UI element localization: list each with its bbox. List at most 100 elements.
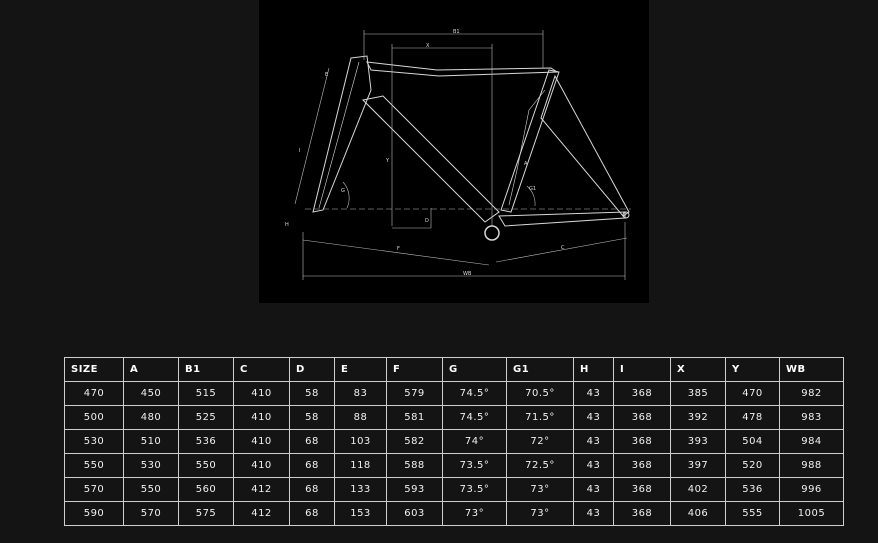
top-tube bbox=[366, 61, 559, 77]
column-header: Y bbox=[725, 357, 780, 382]
table-cell: 575 bbox=[178, 501, 234, 526]
seat-stay bbox=[540, 74, 630, 217]
label-b1: B1 bbox=[453, 29, 460, 35]
table-cell: 478 bbox=[725, 405, 780, 430]
table-cell: 525 bbox=[178, 405, 234, 430]
table-cell: 68 bbox=[289, 429, 335, 454]
chain-stay bbox=[498, 211, 626, 227]
table-cell: 470 bbox=[64, 381, 124, 406]
table-cell: 68 bbox=[289, 501, 335, 526]
label-f: F bbox=[397, 246, 400, 252]
frame-drawing: B1 X Y D F C WB G G1 I A E H bbox=[285, 29, 631, 280]
table-cell: 555 bbox=[725, 501, 780, 526]
table-cell: 550 bbox=[64, 453, 124, 478]
table-cell: 1005 bbox=[779, 501, 844, 526]
table-cell: 74° bbox=[442, 429, 507, 454]
table-cell: 393 bbox=[670, 429, 726, 454]
table-cell: 397 bbox=[670, 453, 726, 478]
label-x: X bbox=[426, 43, 430, 49]
table-cell: 412 bbox=[233, 501, 290, 526]
column-header: C bbox=[233, 357, 290, 382]
table-cell: 73.5° bbox=[442, 477, 507, 502]
table-cell: 510 bbox=[123, 429, 179, 454]
table-cell: 996 bbox=[779, 477, 844, 502]
label-i: I bbox=[299, 148, 300, 154]
column-header: D bbox=[289, 357, 335, 382]
rear-dropout bbox=[622, 211, 630, 219]
table-cell: 71.5° bbox=[506, 405, 574, 430]
label-d: D bbox=[425, 218, 429, 224]
table-cell: 480 bbox=[123, 405, 179, 430]
table-cell: 72.5° bbox=[506, 453, 574, 478]
table-cell: 579 bbox=[386, 381, 443, 406]
table-cell: 73° bbox=[506, 501, 574, 526]
table-cell: 68 bbox=[289, 453, 335, 478]
table-cell: 500 bbox=[64, 405, 124, 430]
table-cell: 368 bbox=[613, 429, 671, 454]
label-g1: G1 bbox=[529, 186, 536, 192]
table-cell: 43 bbox=[573, 429, 614, 454]
table-cell: 74.5° bbox=[442, 381, 507, 406]
table-cell: 410 bbox=[233, 429, 290, 454]
label-c: C bbox=[561, 245, 565, 251]
label-y: Y bbox=[385, 158, 390, 164]
table-cell: 530 bbox=[64, 429, 124, 454]
table-cell: 72° bbox=[506, 429, 574, 454]
table-cell: 153 bbox=[334, 501, 387, 526]
table-cell: 593 bbox=[386, 477, 443, 502]
table-cell: 520 bbox=[725, 453, 780, 478]
table-cell: 983 bbox=[779, 405, 844, 430]
table-cell: 368 bbox=[613, 501, 671, 526]
seat-tube bbox=[500, 69, 560, 213]
table-cell: 412 bbox=[233, 477, 290, 502]
table-cell: 988 bbox=[779, 453, 844, 478]
table-cell: 530 bbox=[123, 453, 179, 478]
table-cell: 590 bbox=[64, 501, 124, 526]
table-cell: 550 bbox=[123, 477, 179, 502]
table-cell: 984 bbox=[779, 429, 844, 454]
table-cell: 392 bbox=[670, 405, 726, 430]
table-cell: 536 bbox=[725, 477, 780, 502]
table-cell: 560 bbox=[178, 477, 234, 502]
table-cell: 368 bbox=[613, 405, 671, 430]
table-cell: 504 bbox=[725, 429, 780, 454]
table-cell: 368 bbox=[613, 453, 671, 478]
table-cell: 133 bbox=[334, 477, 387, 502]
table-cell: 410 bbox=[233, 405, 290, 430]
label-h: H bbox=[285, 222, 289, 228]
table-cell: 73.5° bbox=[442, 453, 507, 478]
table-cell: 73° bbox=[442, 501, 507, 526]
table-cell: 68 bbox=[289, 477, 335, 502]
table-cell: 588 bbox=[386, 453, 443, 478]
table-cell: 410 bbox=[233, 381, 290, 406]
table-cell: 410 bbox=[233, 453, 290, 478]
table-cell: 58 bbox=[289, 405, 335, 430]
table-cell: 88 bbox=[334, 405, 387, 430]
label-e: E bbox=[325, 72, 328, 78]
table-cell: 83 bbox=[334, 381, 387, 406]
column-header: WB bbox=[779, 357, 844, 382]
column-header: SIZE bbox=[64, 357, 124, 382]
table-cell: 450 bbox=[123, 381, 179, 406]
column-header: A bbox=[123, 357, 179, 382]
column-header: F bbox=[386, 357, 443, 382]
table-cell: 402 bbox=[670, 477, 726, 502]
frame-geometry-diagram: B1 X Y D F C WB G G1 I A E H bbox=[259, 0, 649, 303]
table-cell: 43 bbox=[573, 381, 614, 406]
table-cell: 536 bbox=[178, 429, 234, 454]
column-header: H bbox=[573, 357, 614, 382]
table-cell: 570 bbox=[123, 501, 179, 526]
table-cell: 118 bbox=[334, 453, 387, 478]
column-header: I bbox=[613, 357, 671, 382]
table-cell: 58 bbox=[289, 381, 335, 406]
table-cell: 103 bbox=[334, 429, 387, 454]
fork bbox=[312, 55, 372, 213]
bottom-bracket bbox=[484, 225, 500, 241]
column-header: E bbox=[334, 357, 387, 382]
